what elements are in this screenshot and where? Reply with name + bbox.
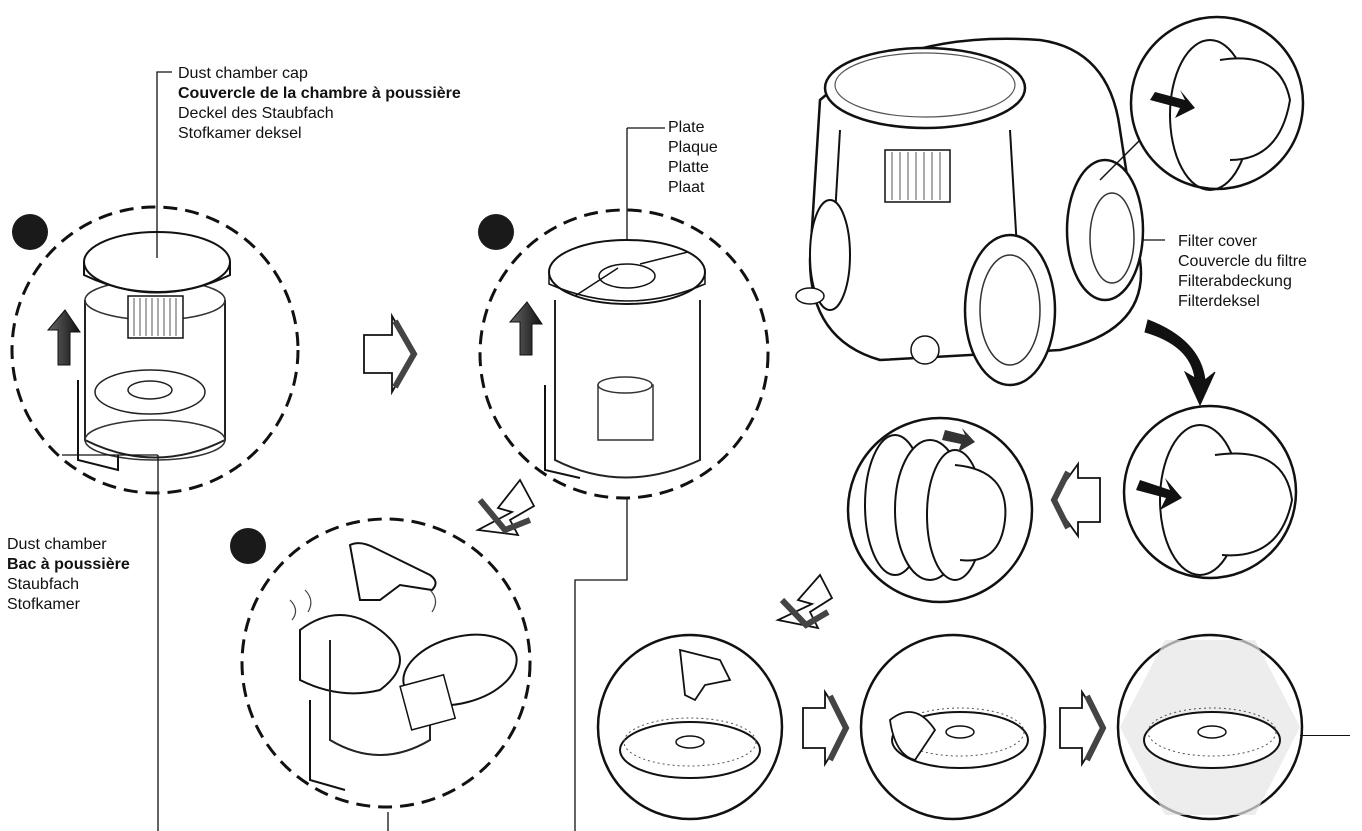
dust-chamber-cap-en: Dust chamber cap (178, 65, 308, 82)
next-arrow-icon (1059, 688, 1107, 768)
dust-chamber-cap-fr: Couvercle de la chambre à poussière (178, 85, 461, 102)
curved-arrow-icon (1144, 319, 1216, 407)
step2-plate-illustration (478, 208, 770, 500)
filter-cover-en: Filter cover (1178, 233, 1258, 250)
filter-wash-illustration (596, 633, 784, 821)
plate-label: Plate Plaque Platte Plaat (668, 118, 718, 198)
next-arrow-icon (363, 312, 418, 396)
filter-cover-nl: Filterdeksel (1178, 293, 1260, 310)
leader-lines (62, 71, 1165, 831)
step-2-dot-icon (478, 214, 514, 250)
step-3-dot-icon (230, 528, 266, 564)
step1-dust-chamber-illustration (10, 205, 300, 495)
filter-reinstall-illustration (1116, 633, 1350, 821)
vacuum-cleaner-illustration (795, 37, 1145, 387)
filter-cover-fr: Couvercle du filtre (1178, 253, 1307, 270)
filter-cover-detail-illustration (1099, 15, 1305, 191)
dust-chamber-cap-de: Deckel des Staubfach (178, 105, 334, 122)
step-1-dot-icon (12, 214, 48, 250)
dust-chamber-cap-nl: Stofkamer deksel (178, 125, 302, 142)
filter-removal-illustration (846, 404, 1298, 604)
filter-dry-illustration (859, 633, 1047, 821)
dust-chamber-cap-label: Dust chamber cap Couvercle de la chambre… (178, 64, 461, 144)
dust-chamber-fr: Bac à poussière (7, 556, 130, 573)
dust-chamber-de: Staubfach (7, 576, 80, 593)
filter-cover-label: Filter cover Couvercle du filtre Filtera… (1178, 232, 1307, 312)
plate-fr: Plaque (668, 139, 718, 156)
plate-de: Platte (668, 159, 709, 176)
next-arrow-icon (802, 688, 850, 768)
next-arrow-icon (475, 478, 536, 537)
dust-chamber-label: Dust chamber Bac à poussière Staubfach S… (7, 535, 130, 615)
step3-washing-illustration (230, 517, 532, 809)
plate-nl: Plaat (668, 179, 705, 196)
next-arrow-icon (1050, 461, 1101, 539)
filter-cover-de: Filterabdeckung (1178, 273, 1292, 290)
plate-en: Plate (668, 119, 705, 136)
dust-chamber-en: Dust chamber (7, 536, 107, 553)
next-arrow-icon (775, 573, 834, 630)
dust-chamber-nl: Stofkamer (7, 596, 80, 613)
